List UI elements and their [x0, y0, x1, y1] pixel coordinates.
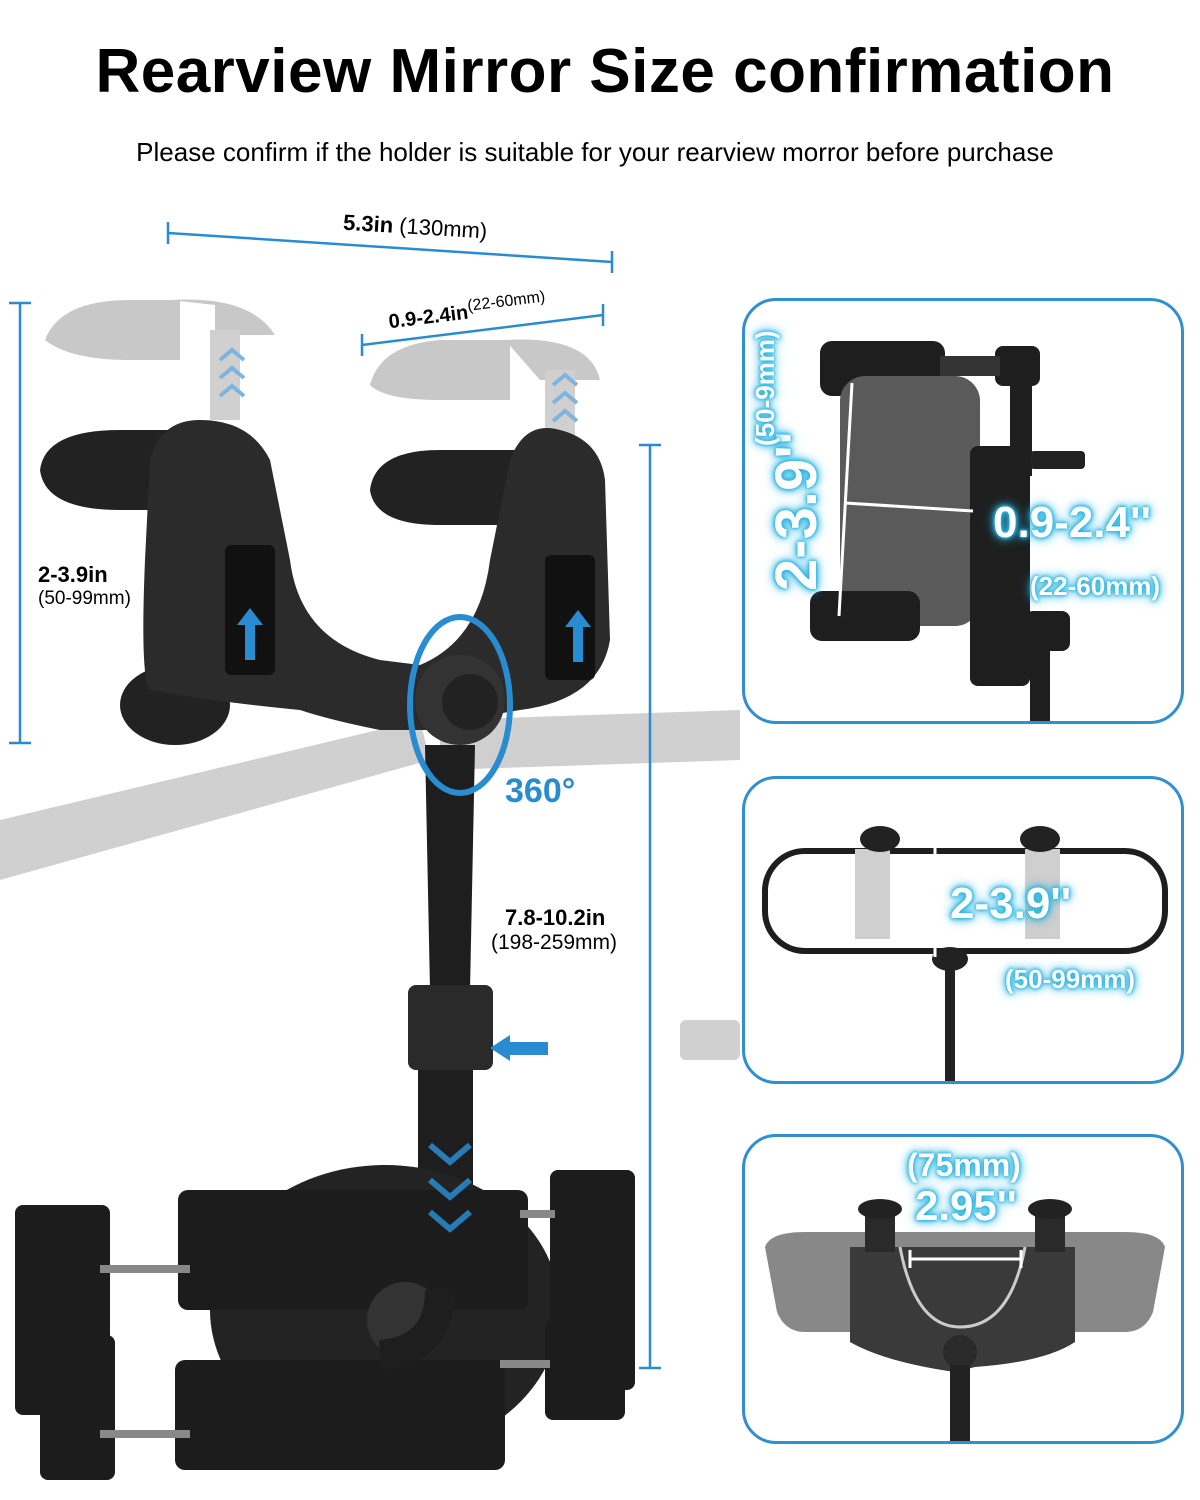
panel1-depth-metric: (22-60mm) — [1030, 571, 1161, 601]
clamp-height-label: 2-3.9in(50-99mm) — [38, 562, 131, 609]
page-subtitle: Please confirm if the holder is suitable… — [136, 137, 1054, 167]
panel2-height-metric: (50-99mm) — [1005, 964, 1136, 994]
arm-length-label: 7.8-10.2in(198-259mm) — [491, 905, 618, 954]
top-clamps — [40, 430, 520, 745]
chevron-down-icons — [428, 1142, 472, 1233]
telescopic-arm — [425, 745, 475, 990]
tablet-holder — [15, 1165, 635, 1480]
rotation-label: 360° — [505, 772, 576, 810]
mirror-bracket — [143, 420, 611, 730]
side-view-panel: 2-3.9'' (50-9mm) 0.9-2.4'' (22-60mm) — [742, 298, 1184, 724]
rotation-arrow-icon — [407, 614, 513, 796]
faded-clamps — [45, 299, 600, 440]
page-title: Rearview Mirror Size confirmation — [95, 37, 1115, 106]
mirror-back-panel: (75mm) 2.95'' — [742, 1134, 1184, 1444]
faded-extension-arm — [0, 710, 740, 1060]
arrow-left-icon — [490, 1035, 548, 1061]
dimension-lines — [9, 222, 661, 1370]
arrow-up-icons — [237, 608, 591, 662]
panel2-height-value: 2-3.9'' — [950, 879, 1072, 928]
panel1-height-value: 2-3.9'' — [764, 431, 829, 591]
holder-product-illustration — [0, 222, 740, 1480]
panel1-height-metric: (50-9mm) — [750, 330, 780, 446]
chevron-up-icons — [218, 347, 579, 423]
panel3-width-value: 2.95'' — [915, 1182, 1017, 1229]
mirror-front-panel: 2-3.9'' (50-99mm) — [742, 776, 1184, 1084]
panel1-depth-value: 0.9-2.4'' — [993, 498, 1151, 547]
panel3-width-metric: (75mm) — [907, 1147, 1021, 1183]
